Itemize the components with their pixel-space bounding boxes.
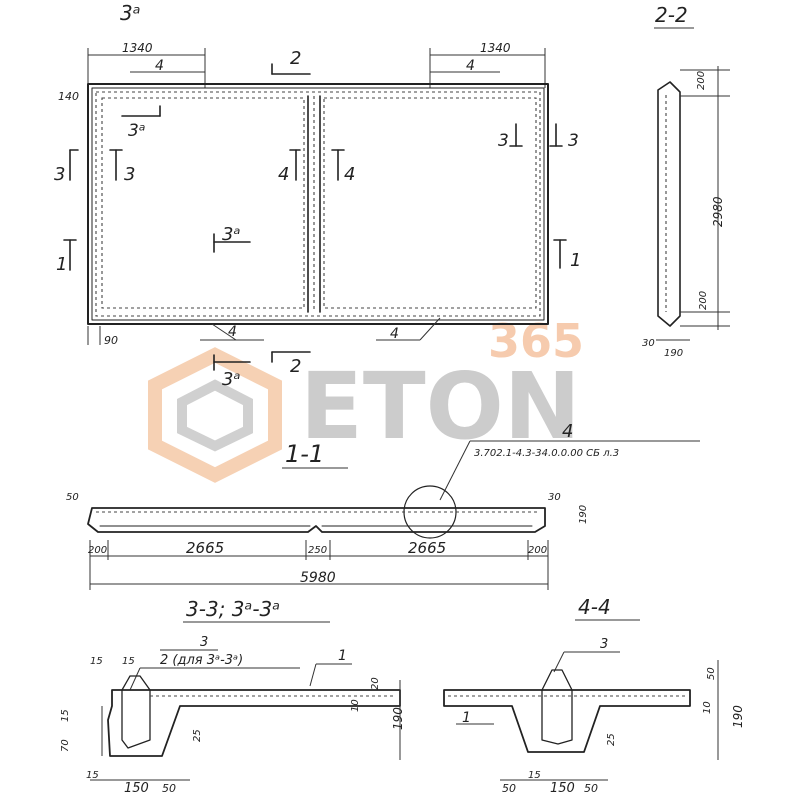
section-3-3-title: 3-3; 3ᵃ-3ᵃ bbox=[186, 597, 280, 621]
section-3-3-dim-20: 20 bbox=[370, 677, 381, 690]
section-3-3-dim-15b: 15 bbox=[122, 656, 135, 667]
section-4-4-title: 4-4 bbox=[578, 595, 611, 619]
section-3-3-dim-15c: 15 bbox=[60, 709, 71, 722]
watermark-word: ETON bbox=[300, 353, 581, 460]
plan-marker-4-top-left: 4 bbox=[155, 58, 164, 74]
section-2-2-dim-height: 2980 bbox=[711, 196, 725, 227]
section-4-4-dim-25: 25 bbox=[606, 733, 617, 746]
section-4-4-callout-3: 3 bbox=[600, 637, 608, 652]
plan-section-3-right-b: 3 bbox=[568, 131, 579, 151]
section-3-3-dim-15d: 15 bbox=[86, 770, 99, 781]
plan-section-3-left-a: 3 bbox=[54, 164, 65, 185]
section-3-3-dim-150: 150 bbox=[124, 781, 149, 796]
section-1-1-dim-right-side: 190 bbox=[578, 505, 589, 524]
section-1-1: 1-1 4 3.702.1-4.3-34.0.0.00 СБ л.3 50 30… bbox=[66, 421, 700, 590]
plan-dim-left: 1340 bbox=[122, 41, 153, 55]
plan-marker-4-bottom-left: 4 bbox=[228, 324, 237, 340]
section-2-2-dim-base-a: 30 bbox=[642, 338, 655, 349]
section-4-4-dim-50b: 50 bbox=[584, 782, 598, 795]
watermark-hex-logo bbox=[148, 347, 282, 483]
section-3-3-callout-2: 2 (для 3ᵃ-3ᵃ) bbox=[160, 653, 243, 668]
plan-section-1-left: 1 bbox=[56, 254, 67, 275]
plan-dim-right: 1340 bbox=[480, 41, 511, 55]
section-4-4-dim-50a: 50 bbox=[502, 782, 516, 795]
section-4-4-callout-1: 1 bbox=[462, 710, 471, 726]
node-callout-circle bbox=[403, 485, 457, 539]
section-2-2-dim-bottom: 200 bbox=[698, 291, 709, 310]
section-2-2-dim-base-b: 190 bbox=[664, 348, 683, 359]
plan-dim-bottom-left: 90 bbox=[104, 334, 118, 347]
section-1-1-dim-mid: 250 bbox=[308, 545, 327, 556]
plan-section-3-left-b: 3 bbox=[124, 164, 135, 185]
plan-section-4-b: 4 bbox=[344, 164, 355, 185]
section-3-3-dim-25: 25 bbox=[192, 729, 203, 742]
plan-section-2-bottom: 2 bbox=[290, 356, 301, 377]
section-1-1-title: 1-1 bbox=[285, 440, 324, 468]
node-ref-text: 3.702.1-4.3-34.0.0.00 СБ л.3 bbox=[474, 448, 619, 459]
section-1-1-dim-total: 5980 bbox=[300, 570, 336, 586]
section-1-1-dim-right-top: 30 bbox=[548, 492, 561, 503]
section-3-3-dim-15a: 15 bbox=[90, 656, 103, 667]
section-1-1-dim-end-right: 200 bbox=[528, 545, 547, 556]
plan-section-3a-bottom: 3ᵃ bbox=[222, 369, 241, 390]
section-4-4-dim-190: 190 bbox=[731, 705, 745, 728]
section-1-1-dim-span-right: 2665 bbox=[408, 539, 446, 557]
watermark-hex-inner bbox=[177, 379, 253, 452]
section-4-4-dim-10: 10 bbox=[702, 701, 713, 714]
section-3-3-callout-3: 3 bbox=[200, 635, 208, 650]
section-2-2-dim-top: 200 bbox=[696, 71, 707, 90]
plan-marker-4-bottom-right: 4 bbox=[390, 326, 399, 342]
plan-corner-label: 3ᵃ bbox=[120, 1, 141, 25]
node-ref-number: 4 bbox=[562, 421, 573, 442]
section-3-3-dim-70: 70 bbox=[60, 739, 71, 752]
section-1-1-dim-end-left: 200 bbox=[88, 545, 107, 556]
section-4-4-dim-15: 15 bbox=[528, 770, 541, 781]
plan-section-3-right-a: 3 bbox=[498, 131, 509, 151]
section-3-3-callout-1: 1 bbox=[338, 648, 347, 664]
section-3-3-dim-50: 50 bbox=[162, 782, 176, 795]
section-4-4-dim-150: 150 bbox=[550, 781, 575, 796]
section-4-4-dim-50c: 50 bbox=[706, 667, 717, 680]
section-4-4: 4-4 3 1 50 10 190 25 50 15 150 50 bbox=[443, 595, 745, 796]
plan-view: 3ᵃ 1340 1340 140 4 4 2 3ᵃ bbox=[54, 1, 581, 390]
section-1-1-dim-left-top: 50 bbox=[66, 492, 79, 503]
plan-section-3a-top: 3ᵃ bbox=[128, 121, 145, 141]
section-3-3-dim-190: 190 bbox=[391, 707, 405, 730]
plan-section-4-a: 4 bbox=[278, 164, 289, 185]
plan-section-1-right: 1 bbox=[570, 250, 581, 271]
plan-section-2-top: 2 bbox=[290, 48, 301, 69]
plan-marker-4-top-right: 4 bbox=[466, 58, 475, 74]
section-2-2-title: 2-2 bbox=[655, 3, 688, 27]
section-3-3: 3-3; 3ᵃ-3ᵃ 3 2 (для 3ᵃ-3ᵃ) 1 15 15 15 70… bbox=[60, 597, 405, 796]
plan-section-3a-middle: 3ᵃ bbox=[222, 224, 241, 245]
section-3-3-dim-10: 10 bbox=[350, 699, 361, 712]
section-2-2: 2-2 200 2980 200 30 190 bbox=[642, 3, 730, 359]
section-1-1-dim-span-left: 2665 bbox=[186, 539, 224, 557]
plan-dim-edge: 140 bbox=[58, 90, 79, 103]
